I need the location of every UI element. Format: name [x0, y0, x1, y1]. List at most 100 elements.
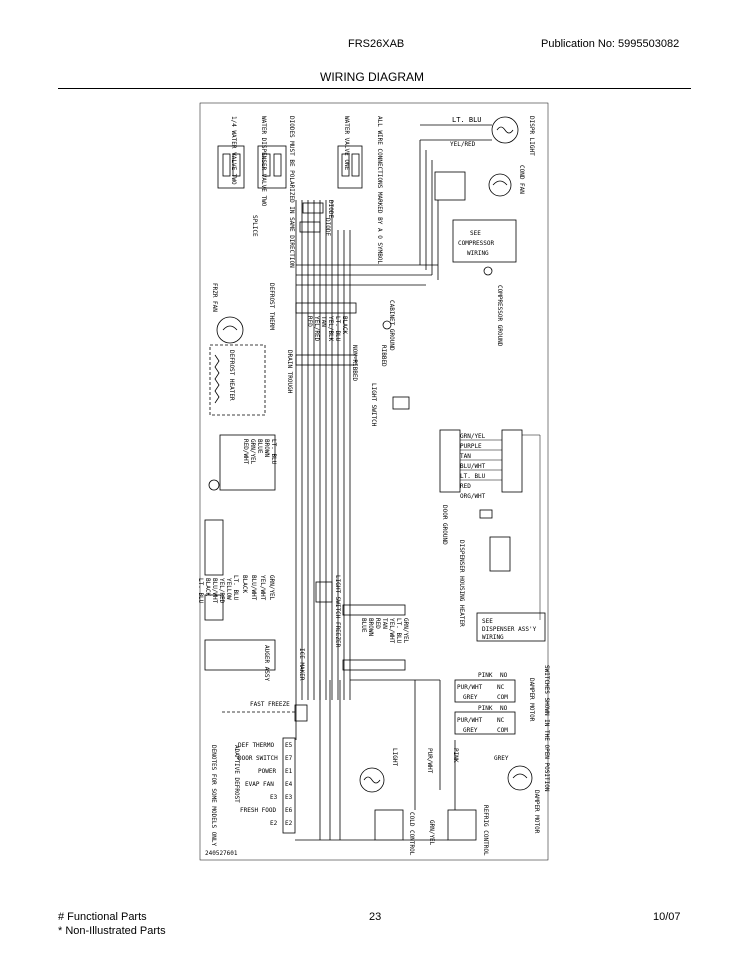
svg-text:COMPRESSOR: COMPRESSOR: [458, 240, 495, 247]
svg-text:LT. BLU: LT. BLU: [197, 578, 204, 604]
svg-text:GRN/YEL: GRN/YEL: [249, 439, 256, 465]
label-grn-yel-lower: GRN/YEL: [428, 820, 435, 846]
publication-number: Publication No: 5995503082: [541, 38, 680, 50]
label-frzr-fan: FRZR FAN: [211, 283, 218, 312]
label-pink: PINK: [452, 748, 459, 763]
svg-text:E3: E3: [270, 794, 278, 801]
label-switches-note: SWITCHES SHOWN IN THE OPEN POSITION: [543, 665, 550, 792]
label-auger-motor: AUGER ASSY: [263, 645, 270, 682]
label-pur-wht: PUR/WHT: [426, 748, 433, 774]
svg-text:E2: E2: [285, 820, 293, 827]
svg-text:RED: RED: [460, 483, 471, 490]
top-labels: 1/4 WATER VALVE TWO WATER DISPENSER VALV…: [230, 116, 535, 268]
svg-text:POWER: POWER: [258, 768, 276, 775]
freezer-fan-blade: [222, 325, 238, 331]
footer-date: 10/07: [653, 911, 681, 923]
control-terminals: DEF THERMO E5 DOOR SWITCH E7 POWER E1 EV…: [238, 737, 296, 834]
label-splice: SPLICE: [251, 215, 258, 237]
page-number: 23: [369, 911, 382, 923]
label-damper-motor: DAMPER MOTOR: [533, 790, 540, 834]
svg-text:BLU/WHT: BLU/WHT: [250, 575, 257, 601]
label-ribbed: RIBBED: [380, 345, 387, 367]
connector-b-labels: BLACK LT. BLU YEL/BLK TAN YEL/RED RED: [306, 316, 348, 342]
label-light-lower: LIGHT: [391, 748, 398, 766]
label-light-switch: LIGHT SWITCH: [370, 383, 377, 427]
cabinet-ground-symbol: [382, 320, 392, 330]
label-dispenser-valve: WATER DISPENSER VALVE TWO: [260, 116, 267, 207]
svg-text:LT. BLU: LT. BLU: [270, 439, 277, 465]
label-adaptive-defrost: ADAPTIVE DEFROST: [233, 745, 240, 803]
svg-text:GRN/YEL: GRN/YEL: [402, 618, 409, 644]
main-wire-bundle: [295, 140, 439, 700]
svg-text:PUR/WHT: PUR/WHT: [457, 684, 483, 691]
lower-wiring: [295, 679, 456, 841]
see-dispenser-box: [476, 612, 546, 642]
svg-text:TAN: TAN: [320, 316, 327, 327]
svg-text:COM: COM: [497, 727, 508, 734]
label-defrost-therm: DEFROST THERM: [268, 283, 275, 330]
label-denotes: DENOTES FOR SOME MODELS ONLY: [210, 745, 217, 847]
label-light-switch-freezer: LIGHT SWITCH FREEZER: [334, 575, 341, 648]
light-switch-symbol: [392, 396, 410, 410]
connector-block-a: [295, 302, 357, 366]
label-dispr-light: DISPR LIGHT: [528, 116, 535, 156]
diagram-frame: [199, 102, 549, 861]
cold-control: [374, 809, 404, 841]
svg-text:E6: E6: [285, 807, 293, 814]
label-connections-note: ALL WIRE CONNECTIONS MARKED BY A O SYMBO…: [376, 116, 383, 264]
label-water-valve-two: 1/4 WATER VALVE TWO: [230, 116, 237, 185]
footer-non-illustrated: * Non-Illustrated Parts: [58, 925, 166, 937]
freezer-light-switch: [315, 581, 333, 603]
svg-text:DOOR SWITCH: DOOR SWITCH: [238, 755, 278, 762]
svg-text:BLACK: BLACK: [204, 578, 211, 596]
svg-text:RED/WHT: RED/WHT: [242, 439, 249, 465]
refrig-control: [447, 809, 477, 841]
label-compressor-ground: COMPRESSOR GROUND: [496, 285, 503, 347]
label-cabinet-ground: CABINET GROUND: [388, 300, 395, 351]
svg-text:YEL/WHT: YEL/WHT: [259, 575, 266, 601]
valve-coils: [217, 145, 363, 189]
freezer-fan-motor: [216, 316, 244, 344]
label-defrost-heater: DEFROST HEATER: [228, 350, 235, 401]
dispenser-light-bulb: [420, 116, 519, 144]
svg-text:E5: E5: [285, 742, 293, 749]
label-part-number: 240527601: [205, 850, 238, 857]
door-ground-symbol: [479, 509, 493, 519]
svg-text:GRN/YEL: GRN/YEL: [268, 575, 275, 601]
svg-text:BLUE: BLUE: [256, 439, 263, 454]
label-ice-maker: ICE MAKER: [298, 648, 305, 681]
connector-a-labels: LT. BLU BROWN BLUE GRN/YEL RED/WHT: [219, 434, 277, 491]
label-lt-blu-top: LT. BLU: [452, 116, 482, 124]
svg-text:E4: E4: [285, 781, 293, 788]
page-title: WIRING DIAGRAM: [320, 70, 424, 84]
svg-text:PUR/WHT: PUR/WHT: [457, 717, 483, 724]
svg-text:ORG/WHT: ORG/WHT: [460, 493, 486, 500]
svg-text:COM: COM: [497, 694, 508, 701]
ground-symbol-left: [208, 479, 220, 491]
label-diode-1: DIODE: [327, 200, 334, 218]
svg-text:BLU/WHT: BLU/WHT: [460, 463, 486, 470]
svg-text:YEL/RED: YEL/RED: [313, 316, 320, 342]
label-refrig-control: REFRIG CONTROL: [482, 805, 489, 856]
damper-motor: [507, 765, 533, 791]
svg-text:E1: E1: [285, 768, 293, 775]
svg-text:SEE: SEE: [470, 230, 481, 237]
title-rule: [58, 88, 691, 89]
svg-text:NO: NO: [500, 705, 508, 712]
label-yel-red-top: YEL/RED: [450, 141, 476, 148]
svg-text:GREY: GREY: [463, 727, 478, 734]
label-grey-damper: GREY: [494, 755, 509, 762]
label-cold-control: COLD CONTROL: [408, 812, 415, 856]
damper-terminals: PINK NO PUR/WHT NC GREY COM PINK NO PUR/…: [454, 672, 516, 735]
label-diode-2: DIODE: [324, 218, 331, 236]
svg-text:NC: NC: [497, 684, 505, 691]
svg-text:PINK: PINK: [478, 672, 493, 679]
svg-text:BLUE: BLUE: [360, 618, 367, 633]
svg-text:NC: NC: [497, 717, 505, 724]
condenser-fan: [434, 171, 512, 201]
svg-text:BLACK: BLACK: [241, 575, 248, 593]
svg-text:GRN/YEL: GRN/YEL: [460, 433, 486, 440]
svg-text:RED: RED: [306, 316, 313, 327]
svg-text:DEF THERMO: DEF THERMO: [238, 742, 275, 749]
